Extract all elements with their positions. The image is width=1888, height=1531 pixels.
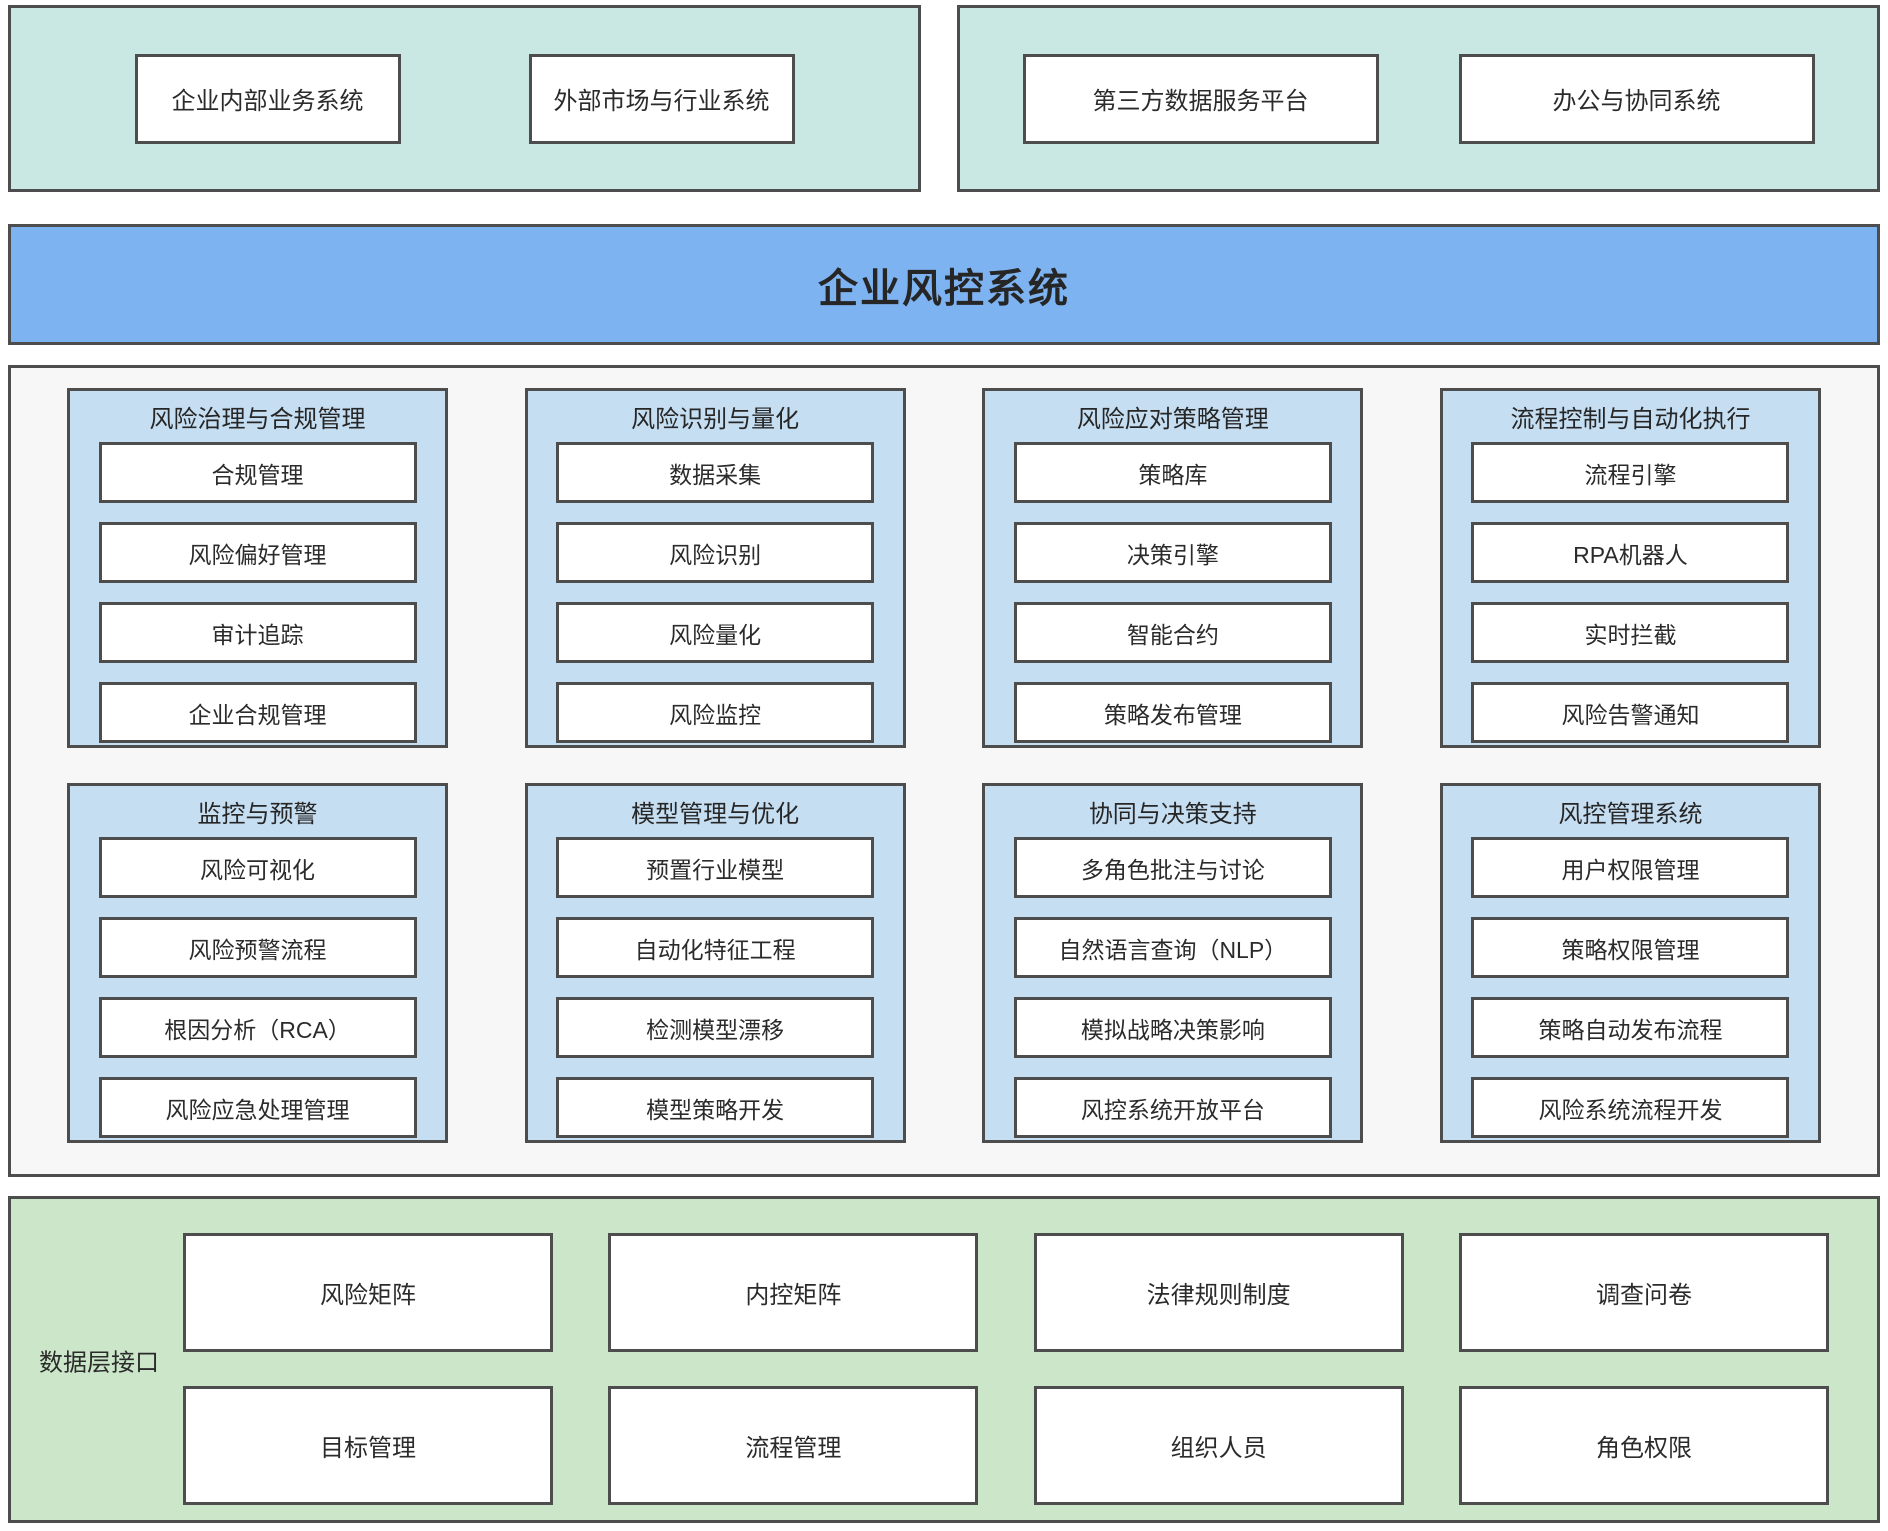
module-item: 风险监控 xyxy=(556,682,875,743)
module-item: 风险偏好管理 xyxy=(98,522,417,583)
data-layer-row-1: 风险矩阵 内控矩阵 法律规则制度 调查问卷 xyxy=(183,1233,1829,1352)
module-item: 数据采集 xyxy=(556,442,875,503)
core-row-1: 风险治理与合规管理 合规管理 风险偏好管理 审计追踪 企业合规管理 风险识别与量… xyxy=(67,388,1821,748)
module-item: 风险应急处理管理 xyxy=(98,1077,417,1138)
module-group-risk-identification: 风险识别与量化 数据采集 风险识别 风险量化 风险监控 xyxy=(524,388,906,748)
data-interface-box: 角色权限 xyxy=(1458,1386,1829,1505)
group-title: 流程控制与自动化执行 xyxy=(1510,406,1751,433)
module-group-collaboration-decision: 协同与决策支持 多角色批注与讨论 自然语言查询（NLP） 模拟战略决策影响 风控… xyxy=(982,783,1364,1143)
data-interface-box: 法律规则制度 xyxy=(1033,1233,1404,1352)
data-interface-box: 目标管理 xyxy=(183,1386,553,1505)
module-item: 风险系统流程开发 xyxy=(1471,1077,1790,1138)
data-interface-box: 调查问卷 xyxy=(1458,1233,1829,1352)
data-layer-container: 数据层接口 风险矩阵 内控矩阵 法律规则制度 调查问卷 目标管理 流程管理 组织… xyxy=(8,1196,1880,1523)
system-banner: 企业风控系统 xyxy=(8,224,1880,345)
module-item: 用户权限管理 xyxy=(1471,837,1790,898)
group-title: 风险应对策略管理 xyxy=(1076,406,1269,433)
core-modules-container: 风险治理与合规管理 合规管理 风险偏好管理 审计追踪 企业合规管理 风险识别与量… xyxy=(8,365,1880,1177)
source-systems-group-left: 企业内部业务系统 外部市场与行业系统 xyxy=(8,5,921,192)
group-title: 风险治理与合规管理 xyxy=(149,406,366,433)
system-title: 企业风控系统 xyxy=(818,266,1070,311)
module-item: 风险识别 xyxy=(556,522,875,583)
module-item: 合规管理 xyxy=(98,442,417,503)
module-item: 自然语言查询（NLP） xyxy=(1013,917,1332,978)
module-item: 企业合规管理 xyxy=(98,682,417,743)
module-item: 风险量化 xyxy=(556,602,875,663)
source-system-box: 外部市场与行业系统 xyxy=(528,53,795,144)
module-group-risk-governance: 风险治理与合规管理 合规管理 风险偏好管理 审计追踪 企业合规管理 xyxy=(67,388,448,748)
module-item: 策略发布管理 xyxy=(1013,682,1332,743)
group-title: 风控管理系统 xyxy=(1558,801,1703,828)
module-item: 自动化特征工程 xyxy=(556,917,875,978)
data-layer-rows: 风险矩阵 内控矩阵 法律规则制度 调查问卷 目标管理 流程管理 组织人员 角色权… xyxy=(183,1233,1829,1505)
module-item: 预置行业模型 xyxy=(556,837,875,898)
data-layer-label: 数据层接口 xyxy=(39,1349,159,1376)
module-item: 根因分析（RCA） xyxy=(98,997,417,1058)
core-row-2: 监控与预警 风险可视化 风险预警流程 根因分析（RCA） 风险应急处理管理 模型… xyxy=(67,783,1821,1143)
data-interface-box: 流程管理 xyxy=(608,1386,979,1505)
module-item: 风控系统开放平台 xyxy=(1013,1077,1332,1138)
group-title: 协同与决策支持 xyxy=(1088,801,1257,828)
module-group-process-automation: 流程控制与自动化执行 流程引擎 RPA机器人 实时拦截 风险告警通知 xyxy=(1439,388,1821,748)
group-title: 风险识别与量化 xyxy=(631,406,800,433)
module-item: RPA机器人 xyxy=(1471,522,1790,583)
module-item: 智能合约 xyxy=(1013,602,1332,663)
module-item: 审计追踪 xyxy=(98,602,417,663)
module-item: 流程引擎 xyxy=(1471,442,1790,503)
module-item: 实时拦截 xyxy=(1471,602,1790,663)
group-title: 监控与预警 xyxy=(197,801,318,828)
data-interface-box: 组织人员 xyxy=(1033,1386,1404,1505)
data-interface-box: 内控矩阵 xyxy=(608,1233,979,1352)
source-systems-group-right: 第三方数据服务平台 办公与协同系统 xyxy=(957,5,1880,192)
module-group-model-management: 模型管理与优化 预置行业模型 自动化特征工程 检测模型漂移 模型策略开发 xyxy=(524,783,906,1143)
source-system-box: 第三方数据服务平台 xyxy=(1022,53,1379,144)
data-interface-box: 风险矩阵 xyxy=(183,1233,553,1352)
data-layer-row-2: 目标管理 流程管理 组织人员 角色权限 xyxy=(183,1386,1829,1505)
module-item: 多角色批注与讨论 xyxy=(1013,837,1332,898)
source-system-box: 办公与协同系统 xyxy=(1458,53,1815,144)
module-item: 模型策略开发 xyxy=(556,1077,875,1138)
module-item: 策略自动发布流程 xyxy=(1471,997,1790,1058)
module-item: 策略权限管理 xyxy=(1471,917,1790,978)
module-item: 策略库 xyxy=(1013,442,1332,503)
source-system-box: 企业内部业务系统 xyxy=(134,53,401,144)
module-group-monitoring-warning: 监控与预警 风险可视化 风险预警流程 根因分析（RCA） 风险应急处理管理 xyxy=(67,783,448,1143)
module-item: 决策引擎 xyxy=(1013,522,1332,583)
module-item: 模拟战略决策影响 xyxy=(1013,997,1332,1058)
module-group-response-strategy: 风险应对策略管理 策略库 决策引擎 智能合约 策略发布管理 xyxy=(982,388,1364,748)
group-title: 模型管理与优化 xyxy=(631,801,800,828)
module-item: 检测模型漂移 xyxy=(556,997,875,1058)
module-item: 风险可视化 xyxy=(98,837,417,898)
module-item: 风险告警通知 xyxy=(1471,682,1790,743)
module-item: 风险预警流程 xyxy=(98,917,417,978)
module-group-risk-admin-system: 风控管理系统 用户权限管理 策略权限管理 策略自动发布流程 风险系统流程开发 xyxy=(1439,783,1821,1143)
